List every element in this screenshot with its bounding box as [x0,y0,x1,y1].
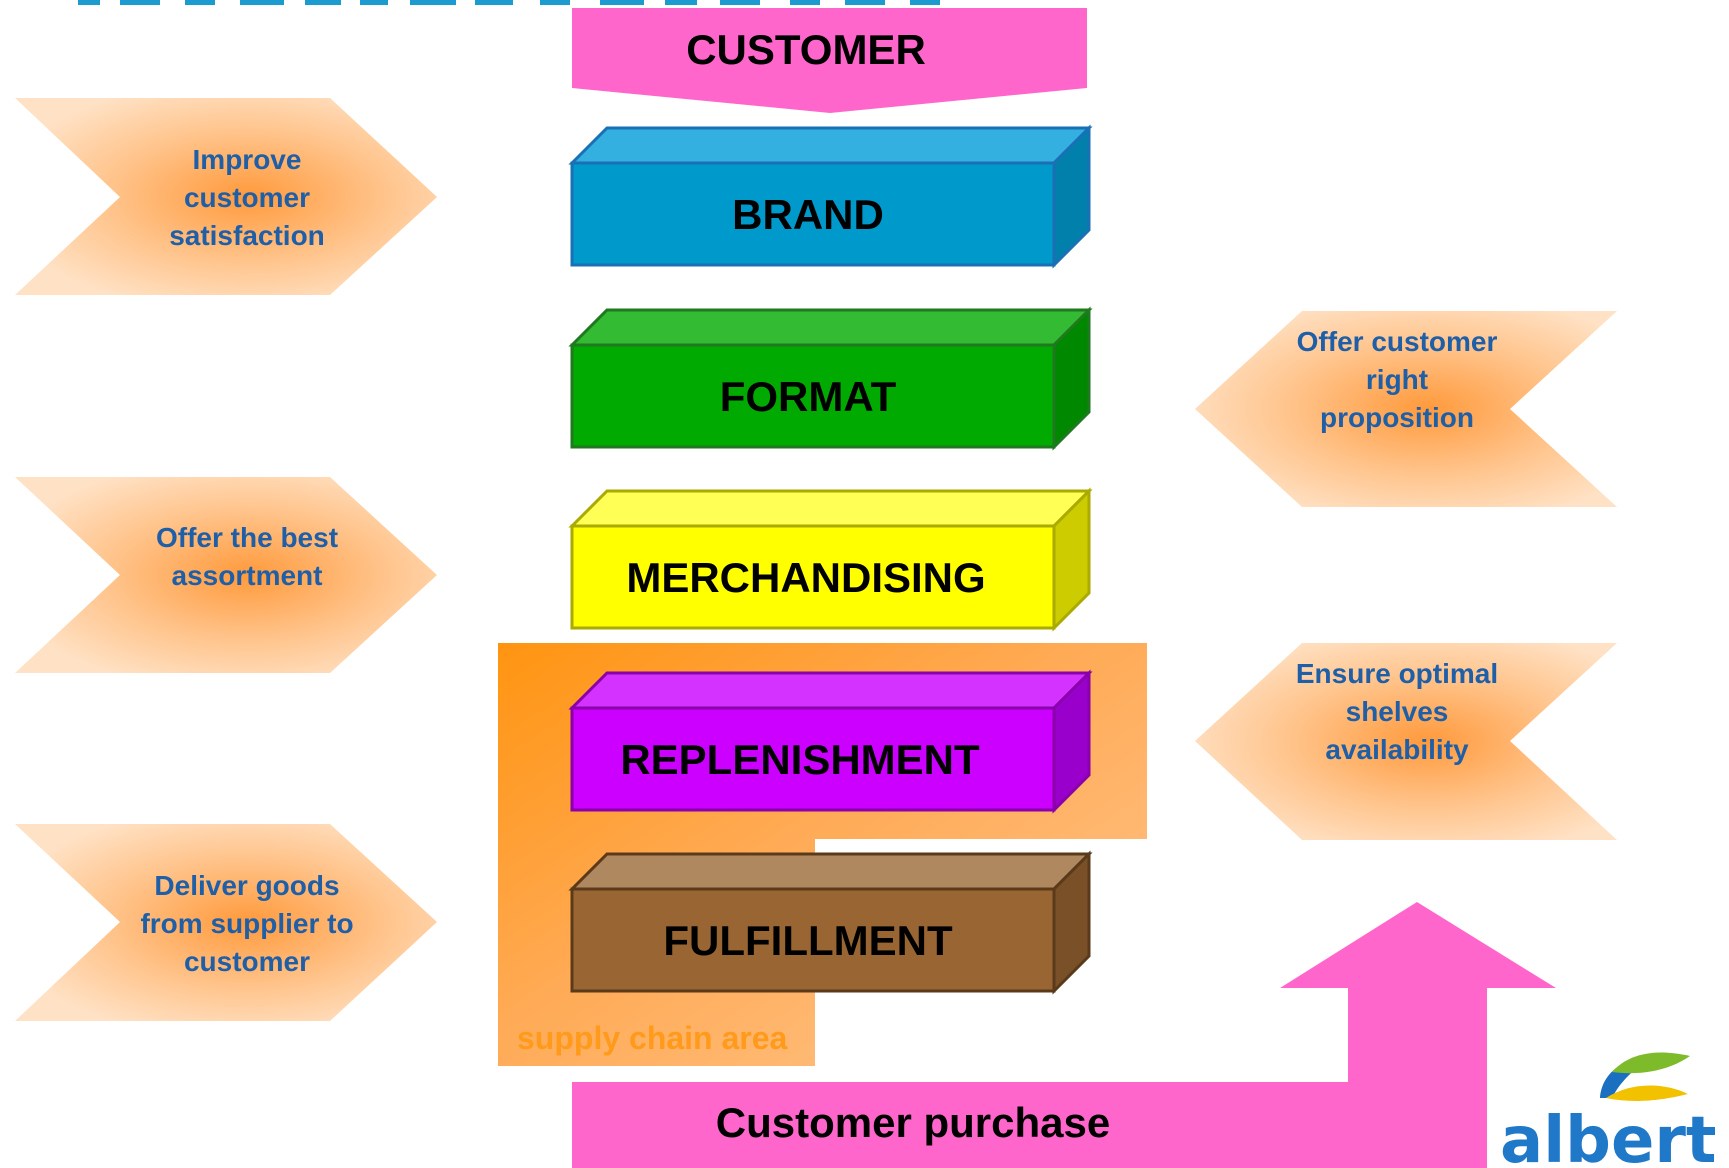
note-shelves-line1: Ensure optimal [1296,658,1498,689]
albert-logo: albert [1500,1052,1717,1168]
layer-fulfillment: FULFILLMENT [568,850,1093,995]
logo-leaf-yellow-icon [1606,1085,1688,1101]
note-shelves-line3: availability [1325,734,1469,765]
note-shelves-line2: shelves [1346,696,1449,727]
layer-brand: BRAND [568,124,1093,269]
note-deliver-goods: Deliver goods from supplier to customer [15,824,437,1021]
cropped-header-strokes [78,0,940,5]
supply-chain-label: supply chain area [517,1020,788,1056]
layer-brand-label: BRAND [732,191,884,238]
note-proposition-line1: Offer customer [1297,326,1498,357]
logo-leaf-green-icon [1612,1052,1690,1074]
note-deliver-line1: Deliver goods [154,870,339,901]
note-assortment-line2: assortment [172,560,323,591]
note-deliver-line2: from supplier to [140,908,353,939]
logo-text: albert [1500,1104,1717,1168]
note-improve-line2: customer [184,182,310,213]
note-improve-line3: satisfaction [169,220,325,251]
logo-leaf-blue-icon [1600,1054,1658,1098]
note-proposition-line3: proposition [1320,402,1474,433]
layer-replenishment-label: REPLENISHMENT [620,736,980,783]
customer-label: CUSTOMER [686,26,926,73]
layer-format: FORMAT [568,306,1093,451]
note-assortment-line1: Offer the best [156,522,338,553]
note-deliver-line3: customer [184,946,310,977]
note-improve-satisfaction: Improve customer satisfaction [15,98,437,295]
note-best-assortment: Offer the best assortment [15,477,437,673]
customer-purchase-label: Customer purchase [716,1099,1110,1146]
note-proposition-line2: right [1366,364,1428,395]
note-right-proposition: Offer customer right proposition [1195,311,1617,507]
layer-merchandising-label: MERCHANDISING [626,554,985,601]
layer-merchandising: MERCHANDISING [568,487,1093,632]
note-shelves-availability: Ensure optimal shelves availability [1195,643,1617,840]
layer-format-label: FORMAT [720,373,897,420]
customer-purchase-arrow [572,902,1556,1168]
layer-replenishment: REPLENISHMENT [568,669,1093,814]
customer-arrow [572,8,1087,113]
note-improve-line1: Improve [193,144,302,175]
layer-fulfillment-label: FULFILLMENT [663,917,953,964]
